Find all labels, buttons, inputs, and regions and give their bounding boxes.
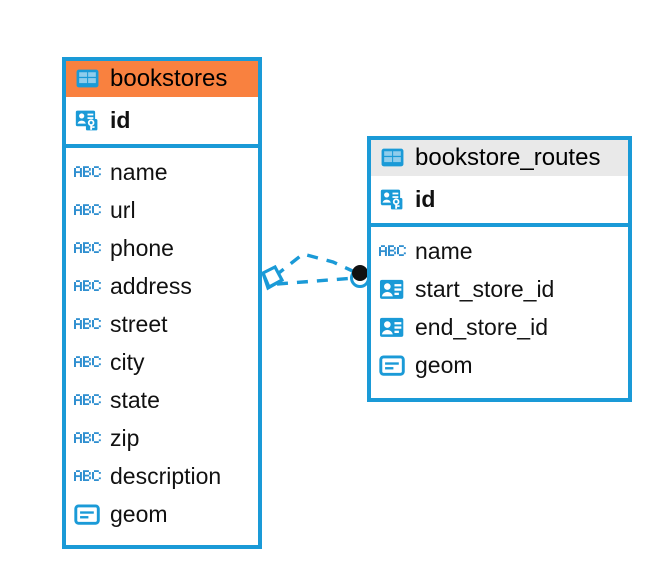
abc-text-icon bbox=[74, 393, 101, 405]
relationship-line-lower bbox=[276, 276, 356, 286]
primary-key-icon bbox=[75, 110, 98, 130]
abc-text-icon bbox=[74, 317, 101, 329]
field-label: id bbox=[110, 106, 131, 133]
field-row-end-store-id[interactable]: end_store_id bbox=[379, 308, 618, 346]
abc-text-icon bbox=[74, 279, 101, 291]
table-icon bbox=[381, 148, 404, 167]
abc-text-icon bbox=[74, 355, 101, 367]
field-label: description bbox=[110, 462, 222, 489]
field-label: zip bbox=[110, 424, 140, 451]
entity-title: bookstore_routes bbox=[415, 143, 601, 171]
field-label: start_store_id bbox=[415, 275, 555, 302]
primary-key-section-bookstore-routes: id bbox=[371, 176, 628, 227]
abc-text-icon bbox=[74, 165, 101, 177]
field-row-phone[interactable]: phone bbox=[74, 229, 248, 267]
field-row-address[interactable]: address bbox=[74, 267, 248, 305]
abc-text-icon bbox=[74, 431, 101, 443]
field-row-street[interactable]: street bbox=[74, 305, 248, 343]
entity-bookstore-routes[interactable]: bookstore_routes bbox=[367, 136, 632, 402]
field-label: street bbox=[110, 310, 168, 337]
field-row-zip[interactable]: zip bbox=[74, 419, 248, 457]
field-row-city[interactable]: city bbox=[74, 343, 248, 381]
field-row-state[interactable]: state bbox=[74, 381, 248, 419]
field-row-primary-key[interactable]: id bbox=[74, 101, 248, 139]
field-label: city bbox=[110, 348, 145, 375]
field-label: end_store_id bbox=[415, 313, 548, 340]
foreign-key-icon bbox=[379, 279, 404, 299]
field-label: url bbox=[110, 196, 136, 223]
circle-endpoint-icon[interactable] bbox=[350, 265, 370, 288]
entity-header-bookstores[interactable]: bookstores bbox=[66, 61, 258, 97]
field-row-name[interactable]: name bbox=[379, 232, 618, 270]
field-label: phone bbox=[110, 234, 174, 261]
abc-text-icon bbox=[379, 244, 406, 256]
field-row-primary-key[interactable]: id bbox=[379, 180, 618, 218]
primary-key-icon bbox=[380, 189, 403, 209]
field-row-geom[interactable]: geom bbox=[379, 346, 618, 384]
field-row-geom[interactable]: geom bbox=[74, 495, 248, 533]
primary-key-section-bookstores: id bbox=[66, 97, 258, 148]
field-row-start-store-id[interactable]: start_store_id bbox=[379, 270, 618, 308]
field-label: geom bbox=[415, 351, 473, 378]
field-list-bookstores: name url bbox=[66, 148, 258, 539]
abc-text-icon bbox=[74, 241, 101, 253]
field-label: name bbox=[415, 237, 473, 264]
entity-header-bookstore-routes[interactable]: bookstore_routes bbox=[371, 140, 628, 176]
geometry-icon bbox=[74, 503, 100, 525]
field-label: state bbox=[110, 386, 160, 413]
field-row-url[interactable]: url bbox=[74, 191, 248, 229]
field-label: name bbox=[110, 158, 168, 185]
abc-text-icon bbox=[74, 203, 101, 215]
relationship-connector[interactable] bbox=[255, 240, 385, 320]
entity-bookstores[interactable]: bookstores id bbox=[62, 57, 262, 549]
field-label: id bbox=[415, 185, 436, 212]
table-icon bbox=[76, 69, 99, 88]
diamond-endpoint-icon[interactable] bbox=[260, 264, 285, 291]
field-row-description[interactable]: description bbox=[74, 457, 248, 495]
field-label: geom bbox=[110, 500, 168, 527]
geometry-icon bbox=[379, 354, 405, 376]
foreign-key-icon bbox=[379, 317, 404, 337]
field-list-bookstore-routes: name start_store_id bbox=[371, 227, 628, 390]
field-row-name[interactable]: name bbox=[74, 153, 248, 191]
field-label: address bbox=[110, 272, 192, 299]
relationship-line-upper bbox=[273, 252, 358, 278]
abc-text-icon bbox=[74, 469, 101, 481]
entity-title: bookstores bbox=[110, 64, 228, 92]
